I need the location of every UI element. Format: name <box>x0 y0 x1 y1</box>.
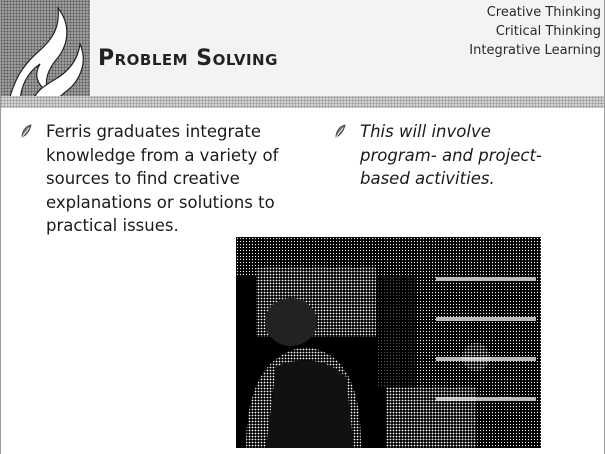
bullet-list-left: Ferris graduates integrate knowledge fro… <box>20 120 290 238</box>
subtitle-creative-thinking: Creative Thinking <box>486 5 601 20</box>
classroom-photo <box>236 237 541 448</box>
bullet-list-right: This will involve program- and project-b… <box>334 120 564 191</box>
leaf-bullet-icon <box>20 120 46 238</box>
list-item: This will involve program- and project-b… <box>334 120 564 191</box>
bullet-text: Ferris graduates integrate knowledge fro… <box>46 122 279 235</box>
slide-border-left <box>0 0 1 454</box>
bullet-text: This will involve program- and project-b… <box>360 122 542 188</box>
slide-title: Problem Solving <box>98 46 278 71</box>
list-item: Ferris graduates integrate knowledge fro… <box>20 120 290 238</box>
subtitle-integrative-learning: Integrative Learning <box>469 43 601 58</box>
subtitle-critical-thinking: Critical Thinking <box>495 24 601 39</box>
header-stripe <box>0 96 605 108</box>
flame-logo-icon <box>0 0 90 108</box>
header-band <box>0 0 605 108</box>
subtitle-list: Creative Thinking Critical Thinking Inte… <box>469 3 601 60</box>
leaf-bullet-icon <box>334 120 360 191</box>
